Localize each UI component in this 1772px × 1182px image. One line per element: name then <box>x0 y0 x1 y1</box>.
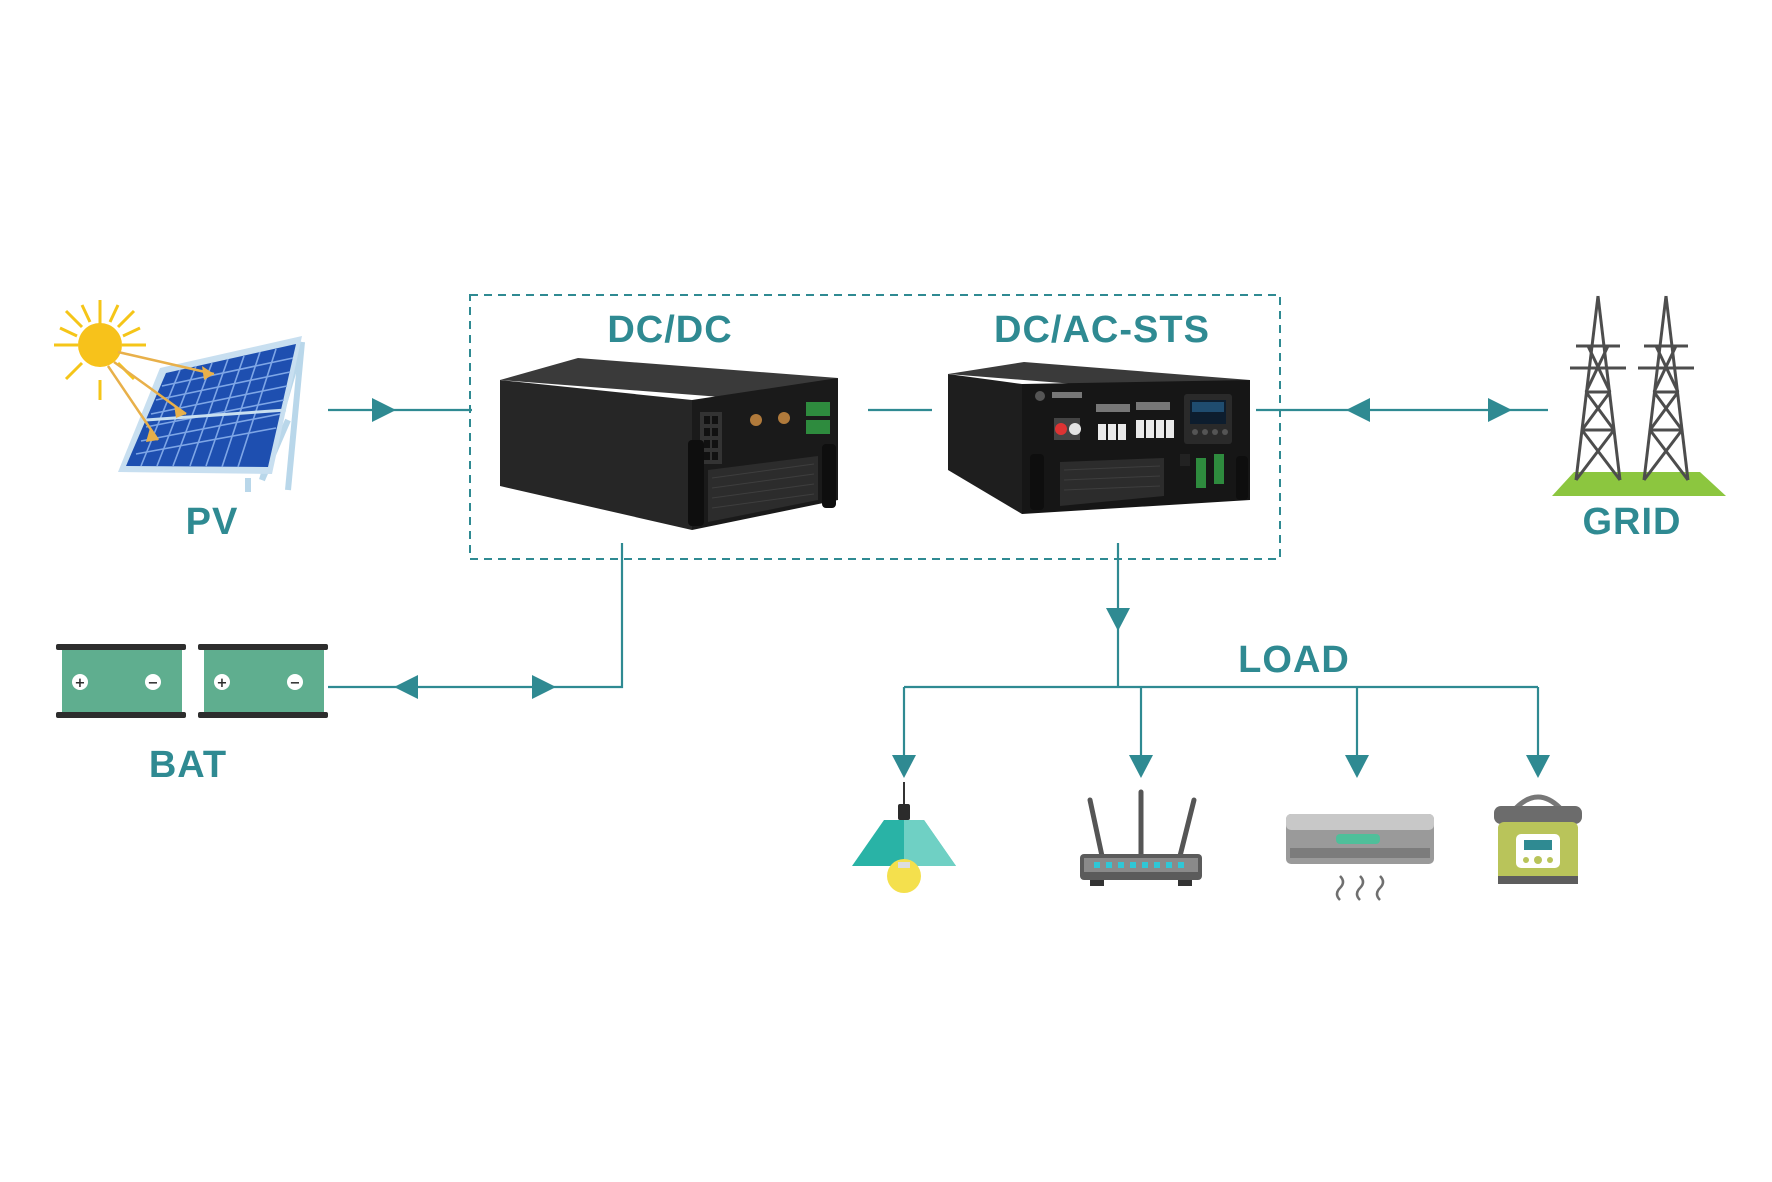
bat-arrow-right <box>532 675 556 699</box>
dcac-sts-unit-icon <box>948 362 1250 514</box>
converter-enclosure <box>469 294 1281 560</box>
load-arrow-router <box>1129 755 1153 778</box>
load-arrow-main <box>1106 608 1130 631</box>
dcdc-converter-unit-icon <box>500 358 838 530</box>
label-dcac: DC/AC-STS <box>994 309 1210 351</box>
battery-icon: + − <box>198 644 328 718</box>
svg-text:+: + <box>217 676 228 691</box>
label-bat: BAT <box>149 744 227 786</box>
pv-arrow <box>372 398 396 422</box>
air-conditioner-icon <box>1286 814 1434 901</box>
wifi-router-icon <box>1080 789 1202 886</box>
dcdc-to-bat-line <box>328 543 624 689</box>
load-arrow-ac <box>1345 755 1369 778</box>
power-transmission-tower-icon <box>1552 295 1726 496</box>
svg-text:−: − <box>290 676 301 691</box>
label-grid: GRID <box>1583 501 1682 543</box>
bat-arrow-left <box>394 675 418 699</box>
label-pv: PV <box>186 501 239 543</box>
load-arrow-lamp <box>892 755 916 778</box>
svg-text:−: − <box>148 676 159 691</box>
load-arrow-cooker <box>1526 755 1550 778</box>
label-dcdc: DC/DC <box>607 309 732 351</box>
rice-cooker-icon <box>1494 794 1582 884</box>
svg-text:+: + <box>75 676 86 691</box>
pendant-lamp-icon <box>852 782 956 893</box>
label-load: LOAD <box>1238 639 1350 681</box>
grid-arrow-left <box>1346 398 1370 422</box>
battery-icon: + − <box>56 644 186 718</box>
solar-panel-with-sun-icon <box>54 300 305 492</box>
grid-arrow-right <box>1488 398 1512 422</box>
